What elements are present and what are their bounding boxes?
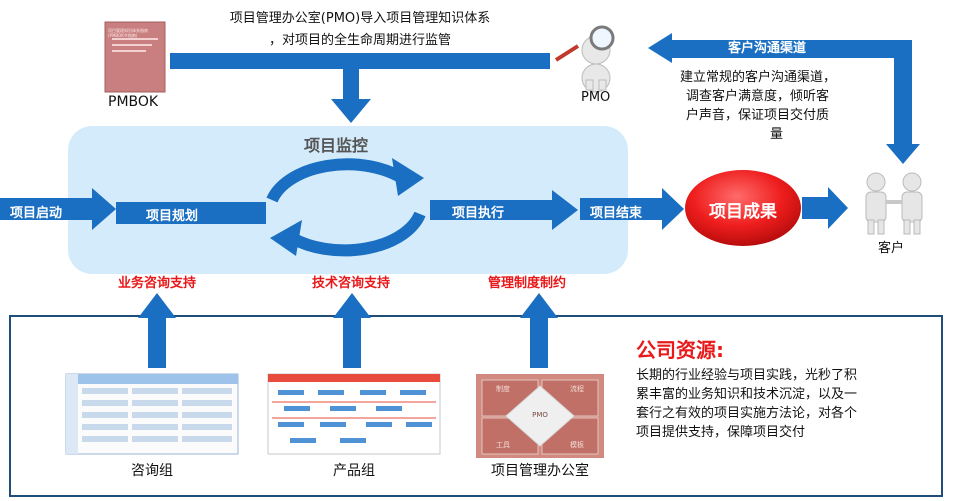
pmbok-label: PMBOK [108,94,159,110]
group-pmo-office: 项目管理办公室 [491,463,589,479]
cycle-arrowhead-top [392,158,424,196]
resource-desc-line: 累丰富的业务知识和技术沉淀，以及一 [636,387,858,402]
stage-start: 项目启动 [10,206,63,221]
group-product: 产品组 [333,463,375,479]
resource-desc-line: 项目提供支持，保障项目交付 [636,425,806,440]
execute-arrow [430,190,578,230]
start-arrow [0,188,116,230]
company-resource-desc: 长期的行业经验与项目实践，光秒了积 累丰富的业务知识和技术沉淀，以及一 套行之有… [636,366,936,442]
group-consulting: 咨询组 [131,463,173,479]
cycle-arrowhead-bottom [270,220,302,256]
support-management: 管理制度制约 [488,276,567,291]
channel-desc-line: 建立常规的客户沟通渠道， [680,70,837,85]
resource-desc-line: 套行之有效的项目实施方法论，对各个 [636,406,858,421]
stage-close: 项目结束 [590,206,643,221]
pmbok-feed-arrowhead [331,99,371,123]
pmo-thumb-corner: 工具 [496,441,510,449]
monitor-title: 项目监控 [304,136,369,155]
customer-channel-title: 客户沟通渠道 [728,41,807,56]
pmbok-book-icon [104,21,166,93]
pmo-intro-line1: 项目管理办公室(PMO)导入项目管理知识体系 [229,11,491,26]
customer-channel-desc: 建立常规的客户沟通渠道， 调查客户满意度，倾听客 户声音，保证项目交付质 量 [680,68,880,144]
pmbok-book-title: 项目管理知识体系指南(PMBOK®指南) [108,28,148,38]
result-circle [685,170,801,246]
customers-icon [865,172,923,235]
resource-desc-line: 长期的行业经验与项目实践，光秒了积 [636,368,858,383]
pmo-intro-line2: ，对项目的全生命周期进行监管 [268,33,451,48]
company-resource-title: 公司资源: [636,338,724,362]
monitor-panel [68,126,628,274]
customer-label: 客户 [878,241,905,256]
result-arrow [802,187,848,229]
channel-arrowhead-down [886,144,920,164]
channel-arrowhead-left [648,33,672,63]
pmo-thumb-center: PMO [532,411,548,419]
result-label: 项目成果 [709,202,777,222]
pmo-thumb-corner: 制度 [496,385,510,393]
pmbok-feed-bar [170,53,550,69]
cycle-arrows [266,158,426,257]
pmo-office-thumbnail [476,374,604,458]
pmo-thumb-corner: 模板 [570,441,584,449]
pmo-thumb-corner: 流程 [570,385,584,393]
channel-desc-line: 调查客户满意度，倾听客 [686,89,830,104]
stage-plan: 项目规划 [146,209,199,224]
consulting-thumbnail [65,373,239,455]
pmo-magnifier-icon [554,25,615,93]
product-thumbnail [267,373,441,455]
close-arrow [580,188,684,230]
channel-desc-line: 量 [770,127,784,142]
support-business: 业务咨询支持 [118,276,197,291]
channel-bar [672,40,912,58]
channel-desc-line: 户声音，保证项目交付质 [686,108,830,123]
support-tech: 技术咨询支持 [312,276,391,291]
stage-execute: 项目执行 [452,206,505,221]
support-arrows [138,293,558,368]
pmo-label: PMO [581,90,611,105]
plan-bar [116,202,266,224]
